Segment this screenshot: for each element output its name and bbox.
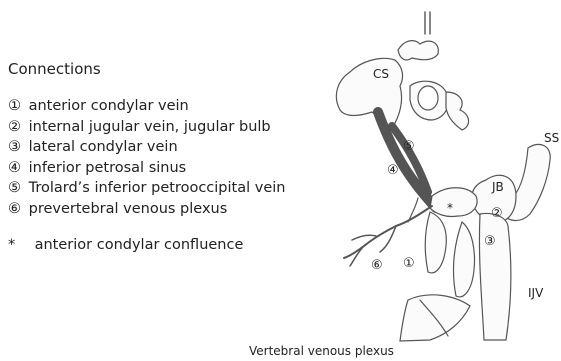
marker-6: ⑥ [371,258,383,273]
label-ss: SS [544,131,559,145]
anterior-condylar-confluence [430,188,477,217]
anterior-condylar-vein [425,212,446,273]
label-vertebral-venous-plexus: Vertebral venous plexus [249,344,394,358]
marker-1: ① [403,256,415,271]
marker-3: ③ [484,234,496,249]
label-jb: JB [491,180,504,194]
lateral-condylar-vein [454,222,475,297]
label-ijv: IJV [528,286,544,300]
prevertebral-venous-plexus [344,198,432,266]
marker-2: ② [491,206,503,221]
marker-5: ⑤ [403,139,415,154]
cavernous-sinus-shape [336,12,468,130]
label-cs: CS [373,67,389,81]
marker-4: ④ [387,163,399,178]
internal-jugular-vein [479,214,510,341]
label-star: * [447,201,453,215]
